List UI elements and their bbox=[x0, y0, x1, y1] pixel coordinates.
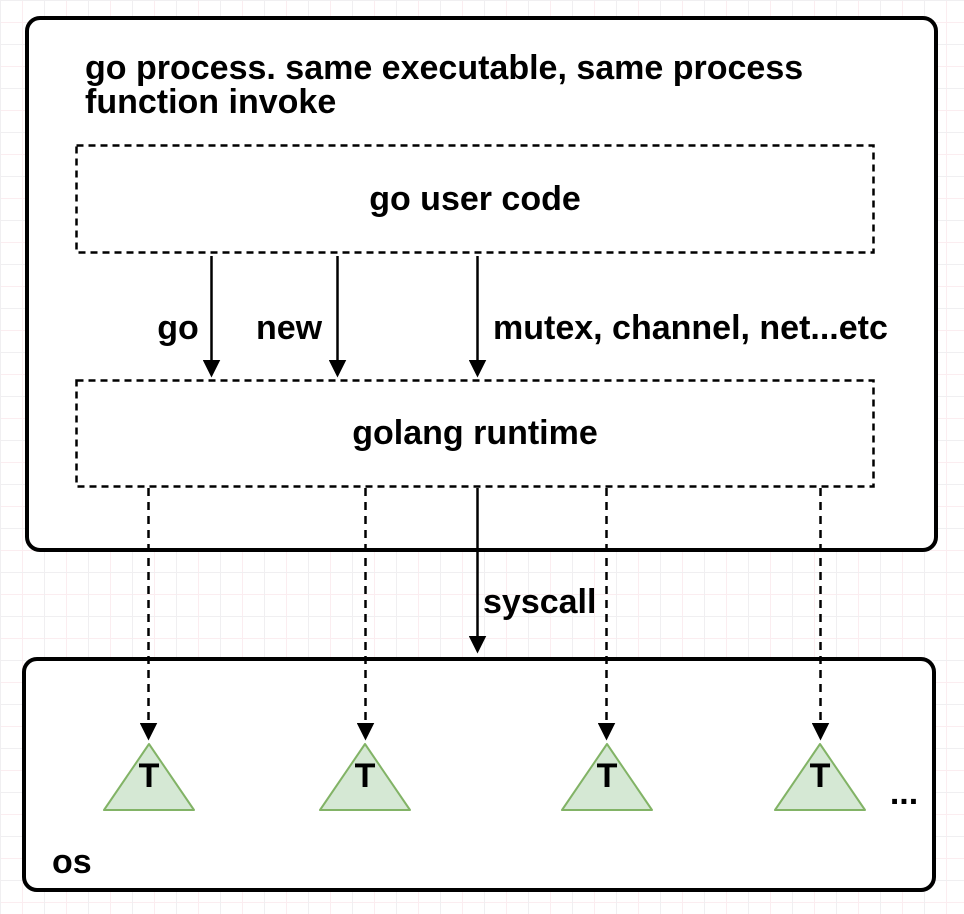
go-arrow-label: go bbox=[157, 309, 199, 347]
thread-triangle bbox=[319, 743, 411, 811]
thread-triangle bbox=[774, 743, 866, 811]
new-arrow-label: new bbox=[255, 309, 323, 347]
thread-triangle bbox=[561, 743, 653, 811]
thread-label: T bbox=[354, 757, 376, 795]
golang-runtime-box bbox=[75, 379, 875, 488]
os-box bbox=[22, 657, 936, 892]
thread-label: T bbox=[596, 757, 618, 795]
golang-runtime-label: golang runtime bbox=[352, 414, 598, 452]
go-process-box bbox=[25, 16, 938, 552]
go-user-code-box bbox=[75, 144, 875, 254]
thread-label: T bbox=[138, 757, 160, 795]
syscall-label: syscall bbox=[483, 583, 597, 621]
more-threads-indicator: ... bbox=[889, 774, 919, 812]
thread-triangle bbox=[103, 743, 195, 811]
mutex-arrow-label: mutex, channel, net...etc bbox=[493, 309, 888, 347]
go-user-code-label: go user code bbox=[369, 179, 581, 218]
thread-label: T bbox=[809, 757, 831, 795]
process-title-line1: go process. same executable, same proces… bbox=[85, 49, 804, 87]
process-title-line2: function invoke bbox=[85, 83, 337, 121]
os-label: os bbox=[52, 843, 92, 881]
